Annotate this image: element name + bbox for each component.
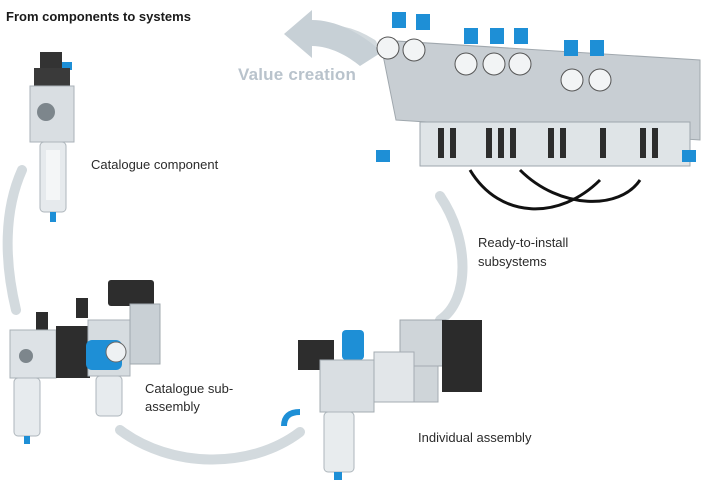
catalogue-component-image: [29, 52, 75, 222]
cycle-arc-left: [2, 165, 27, 315]
ready-subsystems-label-line2: subsystems: [478, 254, 547, 269]
catalogue-subassembly-image: [9, 280, 161, 444]
cycle-arc-right: [435, 191, 468, 325]
value-creation-label: Value creation: [238, 65, 357, 84]
catalogue-subassembly-label-line1: Catalogue sub-: [145, 381, 234, 396]
catalogue-component-label: Catalogue component: [91, 157, 219, 172]
ready-subsystems-label-line1: Ready-to-install: [478, 235, 569, 250]
ready-subsystem-image: [376, 12, 701, 211]
value-arrow: [284, 10, 382, 66]
cycle-arc-bottom: [115, 425, 305, 465]
individual-assembly-image: [281, 319, 482, 480]
catalogue-subassembly-label-line2: assembly: [145, 399, 200, 414]
page-title: From components to systems: [6, 9, 191, 24]
individual-assembly-label: Individual assembly: [418, 430, 532, 445]
